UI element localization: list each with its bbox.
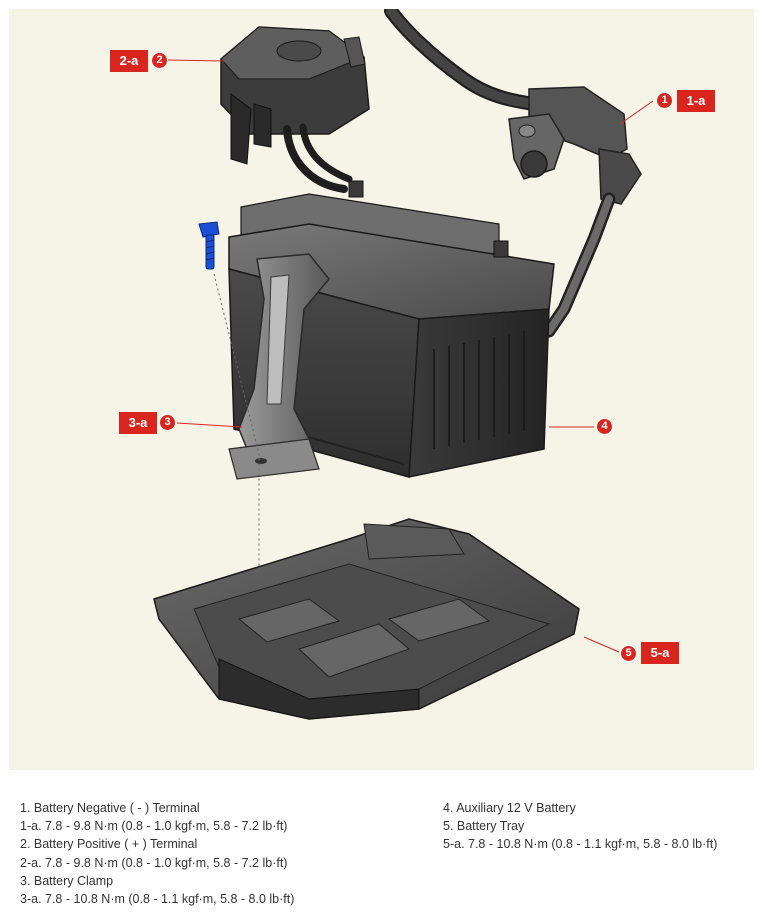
- legend-item: 2-a. 7.8 - 9.8 N·m (0.8 - 1.0 kgf·m, 5.8…: [20, 855, 288, 870]
- legend-item: 2. Battery Positive ( + ) Terminal: [20, 837, 198, 852]
- legend-item: 5. Battery Tray: [443, 819, 525, 834]
- legend-item: 3-a. 7.8 - 10.8 N·m (0.8 - 1.1 kgf·m, 5.…: [20, 892, 295, 907]
- callout-tag-2a: 2-a: [110, 50, 148, 72]
- negative-cable: [384, 9, 541, 111]
- legend-item: 1-a. 7.8 - 9.8 N·m (0.8 - 1.0 kgf·m, 5.8…: [20, 819, 288, 834]
- assembly-guide-line: [213, 273, 260, 669]
- legend-column-right: 4. Auxiliary 12 V Battery 5. Battery Tra…: [443, 799, 717, 854]
- legend-item: 3. Battery Clamp: [20, 873, 114, 888]
- callout-tag-3a: 3-a: [119, 412, 157, 434]
- callout-tag-5a: 5-a: [641, 642, 679, 664]
- callout-number-3: 3: [159, 414, 176, 431]
- clamp-bolt: [198, 221, 220, 270]
- legend-column-left: 1. Battery Negative ( - ) Terminal 1-a. …: [20, 799, 294, 908]
- diagram-drawing: [153, 9, 654, 720]
- negative-terminal: [508, 86, 642, 338]
- legend-item: 1. Battery Negative ( - ) Terminal: [20, 801, 200, 815]
- legend-item: 4. Auxiliary 12 V Battery: [443, 801, 576, 815]
- exploded-diagram: 2-a 2 1 1-a 3-a 3 4 5 5-a: [9, 9, 754, 770]
- callout-tag-1a: 1-a: [677, 90, 715, 112]
- battery-clamp: [228, 253, 330, 480]
- callout-number-1: 1: [656, 92, 673, 109]
- callout-number-5: 5: [620, 645, 637, 662]
- callout-number-4: 4: [596, 418, 613, 435]
- positive-terminal: [220, 26, 370, 193]
- callout-number-2: 2: [151, 52, 168, 69]
- legend-item: 5-a. 7.8 - 10.8 N·m (0.8 - 1.1 kgf·m, 5.…: [443, 837, 718, 852]
- battery-tray: [153, 518, 580, 720]
- leader-lines: [167, 59, 654, 653]
